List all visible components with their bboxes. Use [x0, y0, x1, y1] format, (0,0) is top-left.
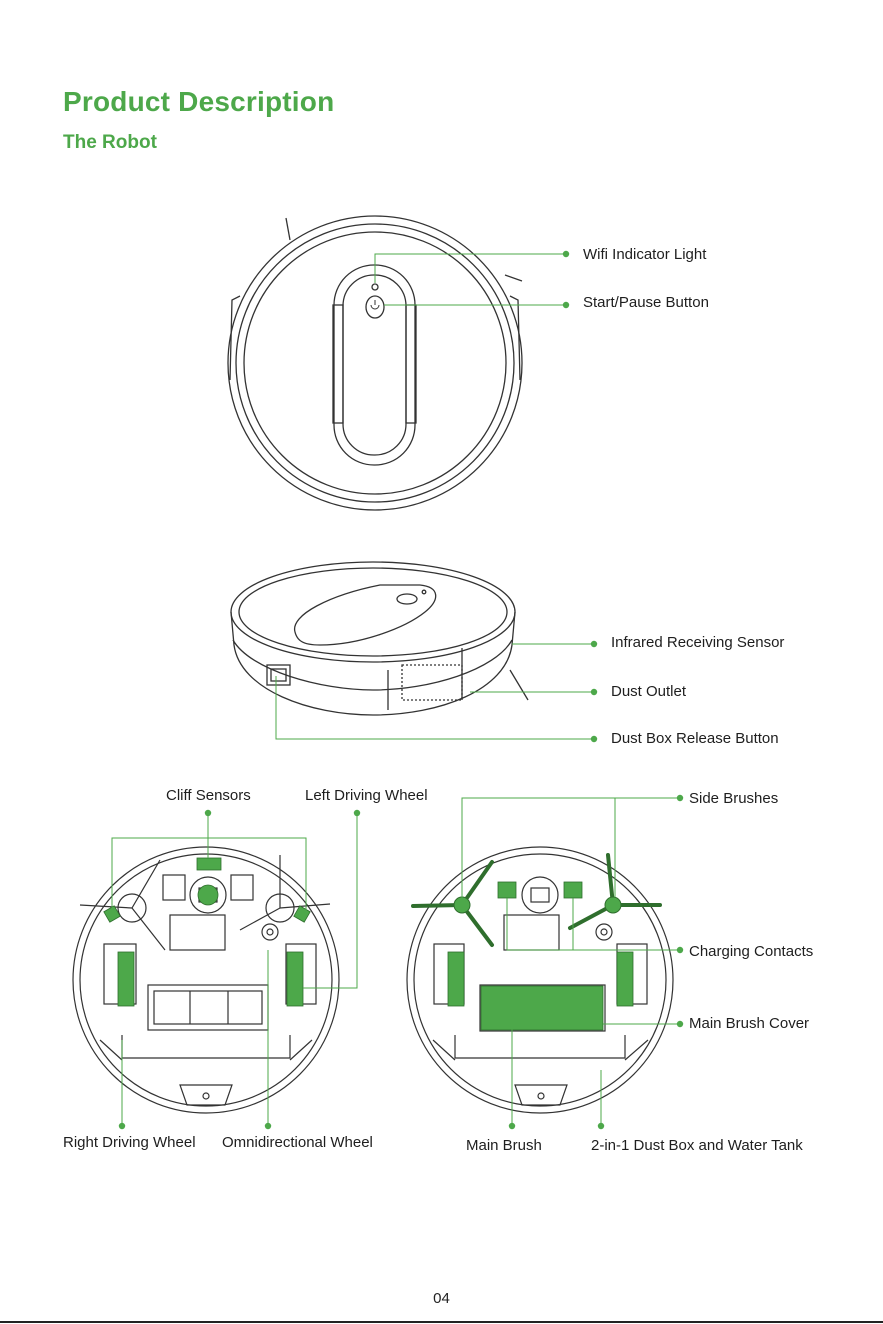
label-dust-box-release-button: Dust Box Release Button [611, 730, 779, 748]
label-dust-box-water-tank: 2-in-1 Dust Box and Water Tank [591, 1137, 803, 1155]
label-cliff-sensors: Cliff Sensors [166, 787, 251, 805]
label-right-driving-wheel: Right Driving Wheel [63, 1134, 196, 1152]
label-side-brushes: Side Brushes [689, 790, 778, 808]
label-main-brush-cover: Main Brush Cover [689, 1015, 809, 1033]
left-bottom-greens [104, 858, 310, 1006]
label-start-pause-button: Start/Pause Button [583, 294, 709, 312]
label-charging-contacts: Charging Contacts [689, 943, 813, 961]
label-main-brush: Main Brush [466, 1137, 542, 1155]
side-brush-left [413, 862, 492, 945]
label-infrared-receiving-sensor: Infrared Receiving Sensor [611, 634, 784, 652]
bottom-rule [0, 1321, 883, 1323]
label-left-driving-wheel: Left Driving Wheel [305, 787, 428, 805]
label-omnidirectional-wheel: Omnidirectional Wheel [222, 1134, 373, 1152]
side-leaders [276, 644, 594, 739]
label-dust-outlet: Dust Outlet [611, 683, 686, 701]
page-number: 04 [0, 1290, 883, 1307]
label-wifi-indicator-light: Wifi Indicator Light [583, 246, 706, 264]
